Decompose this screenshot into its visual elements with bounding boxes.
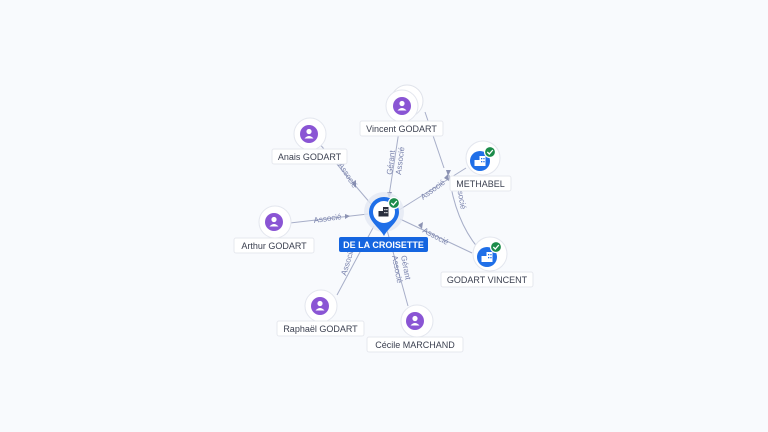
- building-icon: [481, 252, 493, 262]
- node-methabel[interactable]: METHABEL: [449, 140, 512, 192]
- edge-label-vincent-center-1: Gérant: [385, 149, 397, 175]
- edge-arrow: [418, 222, 423, 229]
- edge-arrow: [446, 170, 451, 176]
- check-icon: [486, 149, 494, 155]
- node-cecile-marchand[interactable]: Cécile MARCHAND: [366, 304, 464, 353]
- person-head: [317, 300, 323, 307]
- edge-label-arthur-center: Associé: [313, 212, 343, 225]
- verified-badge: [387, 196, 401, 210]
- edge-vincent-methabel: [424, 111, 445, 169]
- person-body: [315, 308, 325, 311]
- person-body: [410, 323, 420, 326]
- node-label: Vincent GODART: [366, 124, 437, 134]
- node-label: GODART VINCENT: [447, 275, 528, 285]
- edge-label-vincent-center-2: Associé: [394, 146, 406, 175]
- person-head: [412, 315, 418, 322]
- node-arthur-godart[interactable]: Arthur GODART: [233, 205, 315, 254]
- node-label: Anais GODART: [278, 152, 342, 162]
- check-icon: [390, 200, 398, 206]
- node-anais-godart[interactable]: Anais GODART: [271, 117, 348, 165]
- person-body: [397, 108, 407, 111]
- verified-badge: [483, 145, 497, 159]
- person-body: [269, 224, 279, 227]
- person-body: [304, 136, 314, 139]
- node-raphael-godart[interactable]: Raphaël GODART: [276, 289, 365, 337]
- person-head: [271, 216, 277, 223]
- node-label: Cécile MARCHAND: [375, 340, 455, 350]
- node-vincent-godart[interactable]: Vincent GODART: [359, 84, 444, 137]
- person-head: [399, 100, 405, 107]
- center-label-box: [339, 237, 428, 252]
- edge-arrow: [352, 180, 356, 188]
- node-label-box: [440, 271, 534, 288]
- center-label: DE LA CROISETTE: [343, 240, 424, 250]
- edge-label-anais-center: Associé: [336, 161, 359, 190]
- edge-arrow: [345, 214, 350, 219]
- edge-arthur-center: [289, 213, 369, 224]
- check-icon: [492, 244, 500, 250]
- node-label-box: [233, 237, 315, 254]
- node-label-box: [271, 148, 348, 165]
- building-icon: [474, 156, 486, 166]
- edge-arrow: [444, 174, 449, 181]
- node-label: METHABEL: [456, 179, 505, 189]
- node-center-de-la-croisette[interactable]: DE LA CROISETTE: [339, 192, 428, 252]
- edge-methabel-center: [398, 167, 467, 211]
- node-godart-vincent[interactable]: GODART VINCENT: [440, 236, 534, 288]
- node-label-box: [276, 320, 365, 337]
- node-label-box: [359, 120, 444, 137]
- node-label: Arthur GODART: [241, 241, 307, 251]
- edge-godartv-center: [399, 218, 473, 254]
- building-icon: [378, 207, 389, 217]
- node-label: Raphaël GODART: [283, 324, 358, 334]
- edge-label-methabel-center: Associé: [419, 178, 447, 202]
- person-head: [306, 128, 312, 135]
- node-label-box: [449, 175, 512, 192]
- node-label-box: [366, 336, 464, 353]
- verified-badge: [489, 240, 503, 254]
